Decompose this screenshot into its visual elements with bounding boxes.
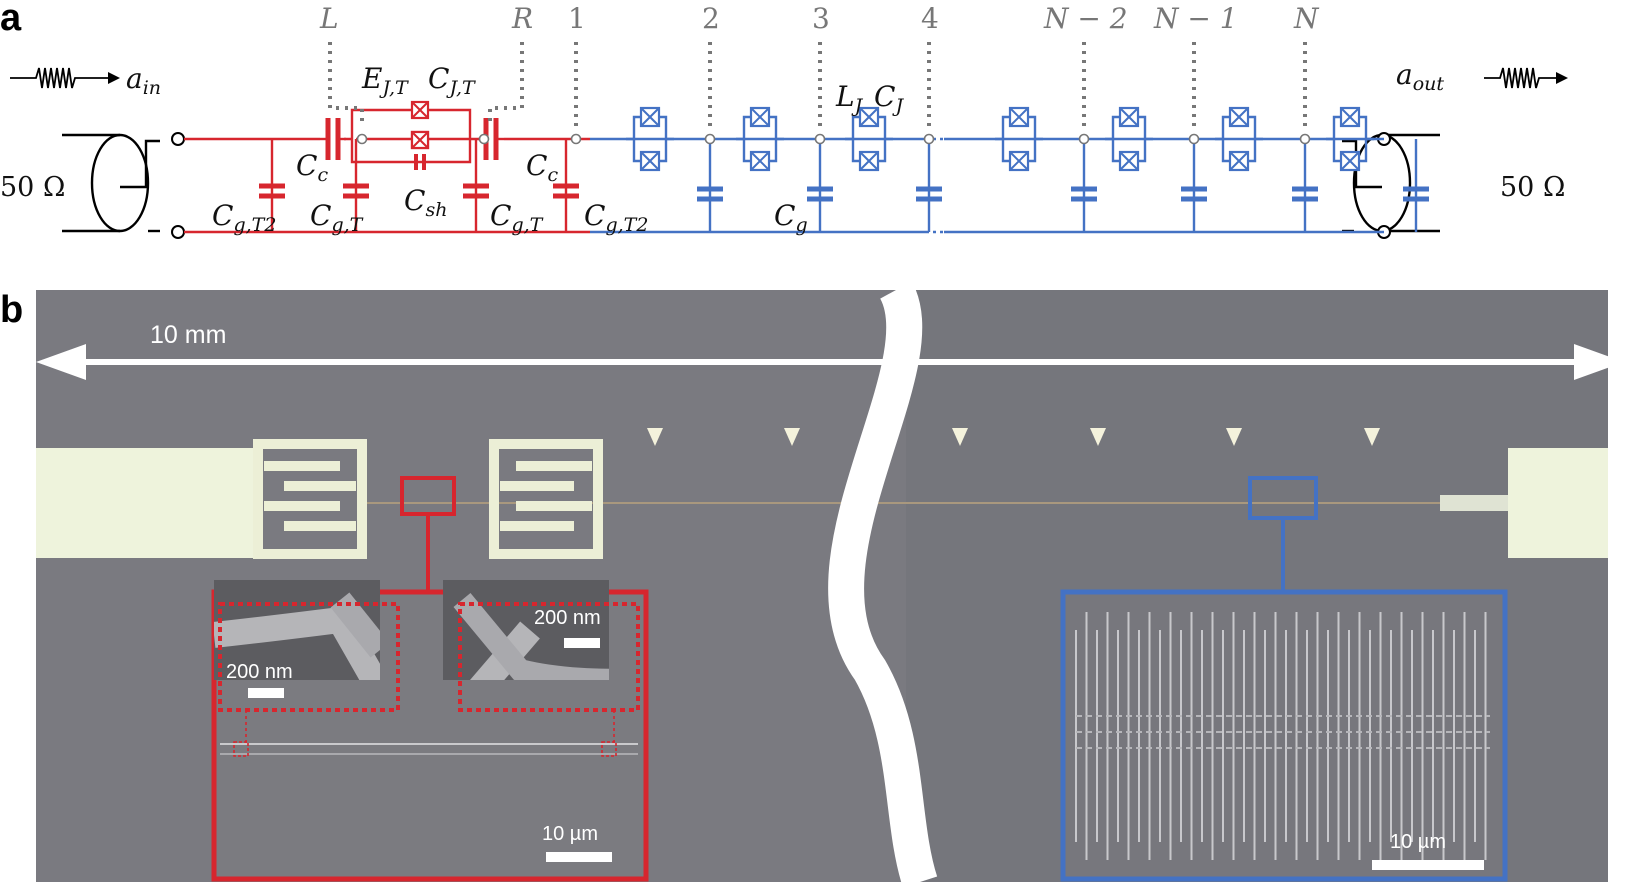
cgt-left-label: Cg,T — [310, 199, 364, 236]
node-label-R: R — [511, 2, 533, 35]
red-inset-scale-label: 10 µm — [542, 823, 598, 845]
idc-right — [489, 439, 603, 559]
input-signal: ain — [10, 62, 161, 99]
node-label-4: 4 — [921, 2, 939, 35]
impedance-left: 50 Ω — [0, 172, 65, 203]
cgt-right-label: Cg,T — [490, 199, 544, 236]
node-label-n-minus-2: N − 2 — [1043, 2, 1128, 35]
csh-capacitor — [414, 154, 426, 170]
node-label-n: N — [1293, 2, 1320, 35]
ejt-label: EJ,T — [361, 62, 409, 99]
sem-right-scale-label: 200 nm — [534, 607, 601, 629]
output-signal: aout — [1396, 58, 1568, 95]
scale-label-10mm: 10 mm — [150, 321, 226, 349]
blue-inset-scale-label: 10 µm — [1390, 831, 1446, 853]
idc-left — [253, 439, 367, 559]
cg-label: Cg — [774, 199, 808, 236]
coax-left — [60, 132, 185, 239]
node-leaders — [328, 42, 1307, 130]
panel-letter-b: b — [0, 289, 23, 331]
node-label-2: 2 — [702, 2, 720, 35]
node-label-n-minus-1: N − 1 — [1153, 2, 1238, 35]
red-inset-scale-bar — [546, 852, 612, 862]
sem-right-scale-bar — [564, 638, 600, 648]
node-label-L: L — [319, 2, 339, 35]
cj-label: CJ — [874, 80, 904, 117]
output-label: aout — [1396, 58, 1444, 95]
triangle-markers — [647, 428, 1380, 446]
circuit-nodes — [356, 133, 1311, 145]
input-label: ain — [126, 62, 161, 99]
sem-left-scale-label: 200 nm — [226, 661, 293, 683]
blue-inset: 10 µm — [1060, 476, 1508, 882]
squid-array-lines — [1075, 612, 1490, 860]
panel-b-micrograph: b — [0, 289, 1624, 882]
cc-left-capacitor — [320, 118, 346, 160]
node-label-3: 3 — [812, 2, 830, 35]
csh-label: Csh — [404, 184, 447, 221]
panel-letter-a: a — [0, 0, 22, 39]
lj-label: LJ — [835, 80, 864, 117]
coax-right — [1340, 132, 1442, 239]
sem-left-scale-bar — [248, 688, 284, 698]
output-pad — [1508, 448, 1608, 558]
transmon-junction-top — [410, 100, 430, 120]
cgt2-left-label: Cg,T2 — [212, 199, 276, 236]
break-mark — [828, 290, 938, 882]
red-inset: 200 nm 200 nm 10 µm — [211, 476, 649, 882]
impedance-right: 50 Ω — [1500, 172, 1565, 203]
blue-array — [590, 108, 1429, 234]
cc-right-label: Cc — [526, 149, 558, 186]
cc-left-label: Cc — [296, 149, 328, 186]
node-label-1: 1 — [568, 2, 586, 35]
cjt-label: CJ,T — [428, 62, 476, 99]
cgt2-right-label: Cg,T2 — [584, 199, 648, 236]
panel-a-circuit: a ain aout 50 Ω 50 Ω — [0, 0, 1568, 239]
scale-arrow: 10 mm — [36, 321, 1624, 380]
blue-inset-scale-bar — [1372, 860, 1484, 870]
input-pad — [36, 448, 258, 558]
